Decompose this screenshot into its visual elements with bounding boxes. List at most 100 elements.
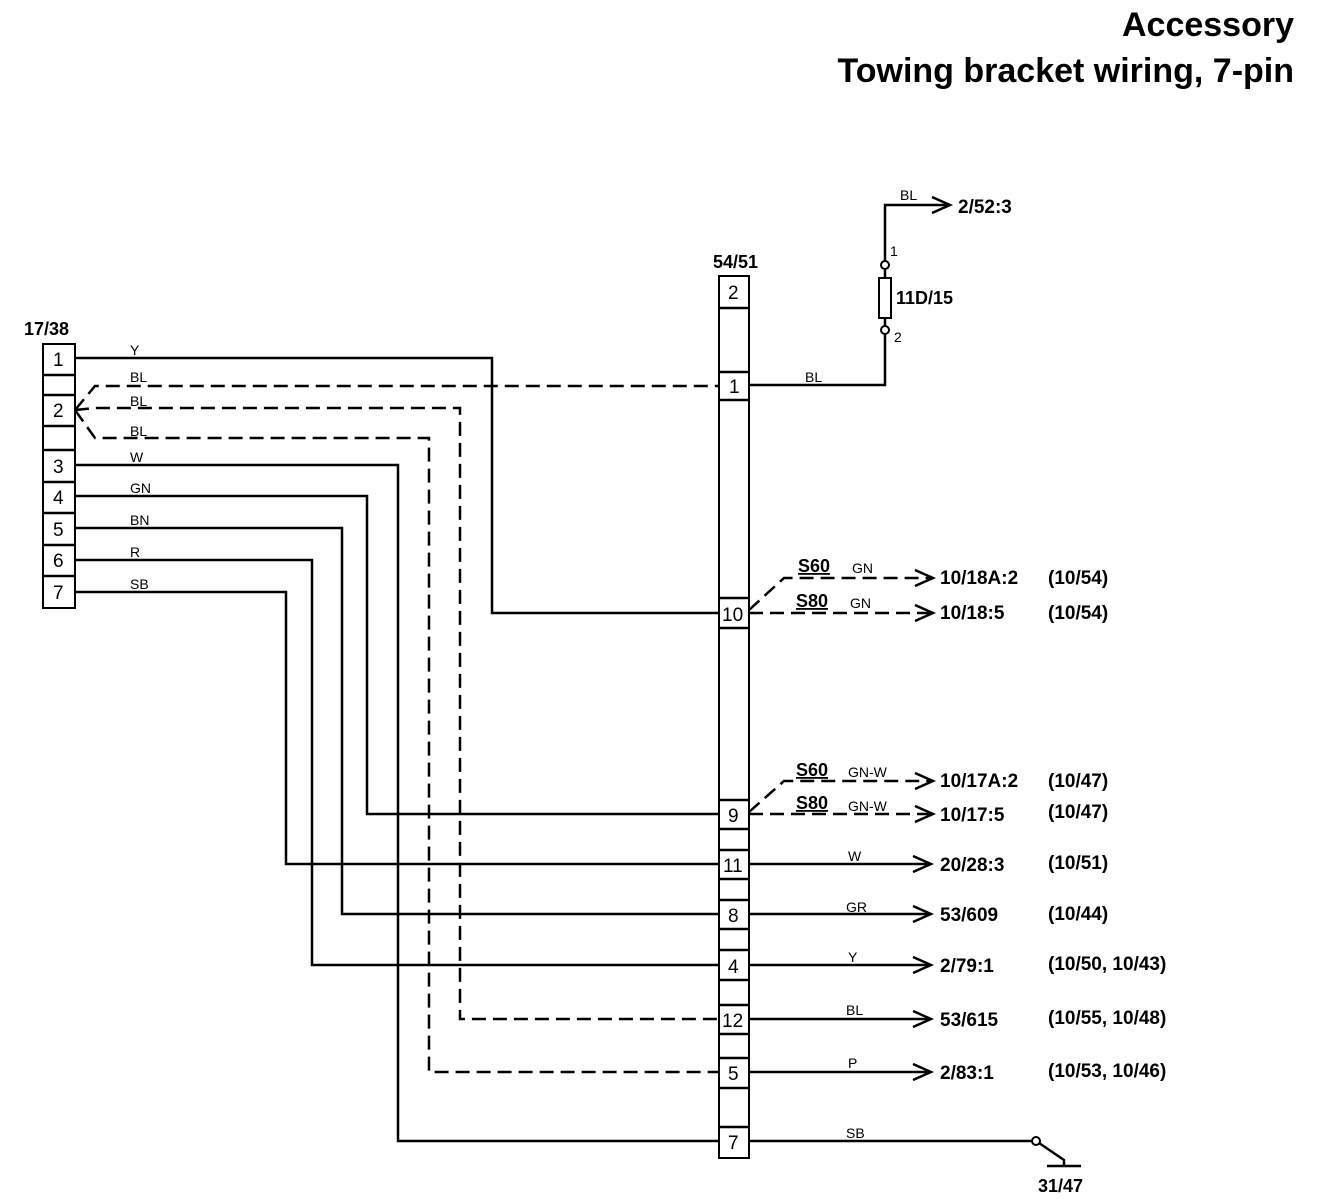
title-block: Accessory Towing bracket wiring, 7-pin (837, 2, 1294, 94)
left-connector-id: 17/38 (24, 319, 69, 339)
ref-s60-gn: (10/54) (1048, 568, 1108, 589)
arrow-s80-gnw (914, 804, 937, 824)
center-pin-9: 9 (728, 806, 739, 827)
dest-53-615: 53/615 (940, 1010, 999, 1031)
left-pin-5: 5 (53, 520, 64, 541)
ref-s60-gnw: (10/47) (1048, 771, 1108, 792)
fuse-bottom-wire-label: BL (805, 369, 822, 385)
variant-s80-b: S80 (796, 793, 828, 813)
arrow-p (912, 1062, 935, 1082)
wire-y (75, 356, 719, 615)
out-s60-gnw (748, 779, 930, 813)
center-connector-dividers (719, 306, 749, 1129)
ref-gr: (10/44) (1048, 904, 1108, 925)
wire-r (75, 558, 719, 967)
color-s80-gn: GN (850, 595, 871, 611)
center-pin-8: 8 (728, 906, 739, 927)
left-pin-2: 2 (53, 401, 64, 422)
wire-bl-5 (73, 409, 719, 1074)
wire-label-sb: SB (130, 576, 149, 592)
arrow-s80-gn (914, 603, 937, 623)
wire-sb (75, 590, 719, 866)
color-w: W (848, 848, 862, 864)
left-pin-1: 1 (53, 350, 64, 371)
left-connector-dividers (43, 373, 75, 578)
arrow-s60-gnw (914, 771, 937, 791)
wire-label-r: R (130, 544, 140, 560)
ref-p: (10/53, 10/46) (1048, 1061, 1166, 1082)
fuse-pin-top: 1 (890, 243, 898, 259)
color-bl: BL (846, 1002, 863, 1018)
left-pin-4: 4 (53, 488, 64, 509)
color-p: P (848, 1055, 857, 1071)
center-pin-7: 7 (728, 1133, 739, 1154)
left-connector-body (42, 343, 76, 609)
ref-s80-gn: (10/54) (1048, 603, 1108, 624)
arrow-gr (912, 904, 935, 924)
dest-10-17a-2: 10/17A:2 (940, 771, 1018, 792)
variant-s60-a: S60 (798, 556, 830, 576)
center-pin-2: 2 (728, 283, 739, 304)
arrow-s60-gn (914, 568, 937, 588)
variant-s80-a: S80 (796, 591, 828, 611)
ref-w: (10/51) (1048, 853, 1108, 874)
dest-53-609: 53/609 (940, 905, 998, 926)
variant-s60-b: S60 (796, 760, 828, 780)
wire-fuse-top (883, 203, 950, 261)
ref-bl: (10/55, 10/48) (1048, 1008, 1166, 1029)
wire-w (75, 463, 719, 1143)
dest-10-18a-2: 10/18A:2 (940, 568, 1018, 589)
fuse-top-wire-label: BL (900, 187, 917, 203)
dest-2-79-1: 2/79:1 (940, 956, 994, 977)
wire-label-bn: BN (130, 512, 149, 528)
wire-label-gn: GN (130, 480, 151, 496)
fuse-terminal-top (880, 260, 890, 270)
ground-terminal (1031, 1136, 1041, 1146)
color-s80-gnw: GN-W (848, 798, 888, 814)
dest-10-17-5: 10/17:5 (940, 805, 1005, 826)
wire-bl-12 (74, 406, 719, 1021)
center-pin-4: 4 (728, 957, 739, 978)
fuse-id: 11D/15 (896, 288, 953, 308)
fuse-body (878, 277, 892, 319)
left-pin-7: 7 (53, 583, 64, 604)
center-connector-body (718, 275, 750, 1159)
dest-2-83-1: 2/83:1 (940, 1063, 994, 1084)
fuse-pin-bottom: 2 (894, 329, 902, 345)
wire-label-y: Y (130, 342, 140, 358)
wire-gn (75, 494, 719, 816)
left-pin-6: 6 (53, 551, 64, 572)
arrow-w (912, 854, 935, 874)
wire-bn (75, 526, 719, 916)
dest-20-28-3: 20/28:3 (940, 855, 1004, 876)
ref-s80-gnw: (10/47) (1048, 802, 1108, 823)
left-pin-3: 3 (53, 457, 64, 478)
wire-fuse-bottom (749, 330, 887, 387)
center-pin-10: 10 (722, 605, 743, 626)
wire-label-bl-c: BL (130, 423, 147, 439)
center-connector-id: 54/51 (713, 252, 758, 272)
arrow-bl (912, 1009, 935, 1029)
color-s60-gnw: GN-W (848, 764, 888, 780)
wire-label-bl-b: BL (130, 393, 147, 409)
dest-10-18-5: 10/18:5 (940, 603, 1005, 624)
arrow-y (912, 955, 935, 975)
ref-y: (10/50, 10/43) (1048, 954, 1166, 975)
page-title: Accessory (1121, 6, 1294, 44)
page-subtitle: Towing bracket wiring, 7-pin (837, 52, 1294, 90)
wire-label-bl-a: BL (130, 369, 147, 385)
fuse-terminal-bottom (880, 325, 890, 335)
color-sb: SB (846, 1125, 865, 1141)
center-pin-12: 12 (722, 1011, 743, 1032)
wire-bl-1 (74, 384, 719, 411)
color-y: Y (848, 949, 858, 965)
fuse-top-dest: 2/52:3 (958, 197, 1012, 218)
ground-lead (1038, 1141, 1066, 1166)
arrow-fuse-top (931, 195, 954, 215)
ground-id: 31/47 (1038, 1176, 1083, 1196)
wire-label-w: W (130, 449, 144, 465)
color-s60-gn: GN (852, 560, 873, 576)
color-gr: GR (846, 899, 867, 915)
center-pin-1: 1 (729, 377, 740, 398)
